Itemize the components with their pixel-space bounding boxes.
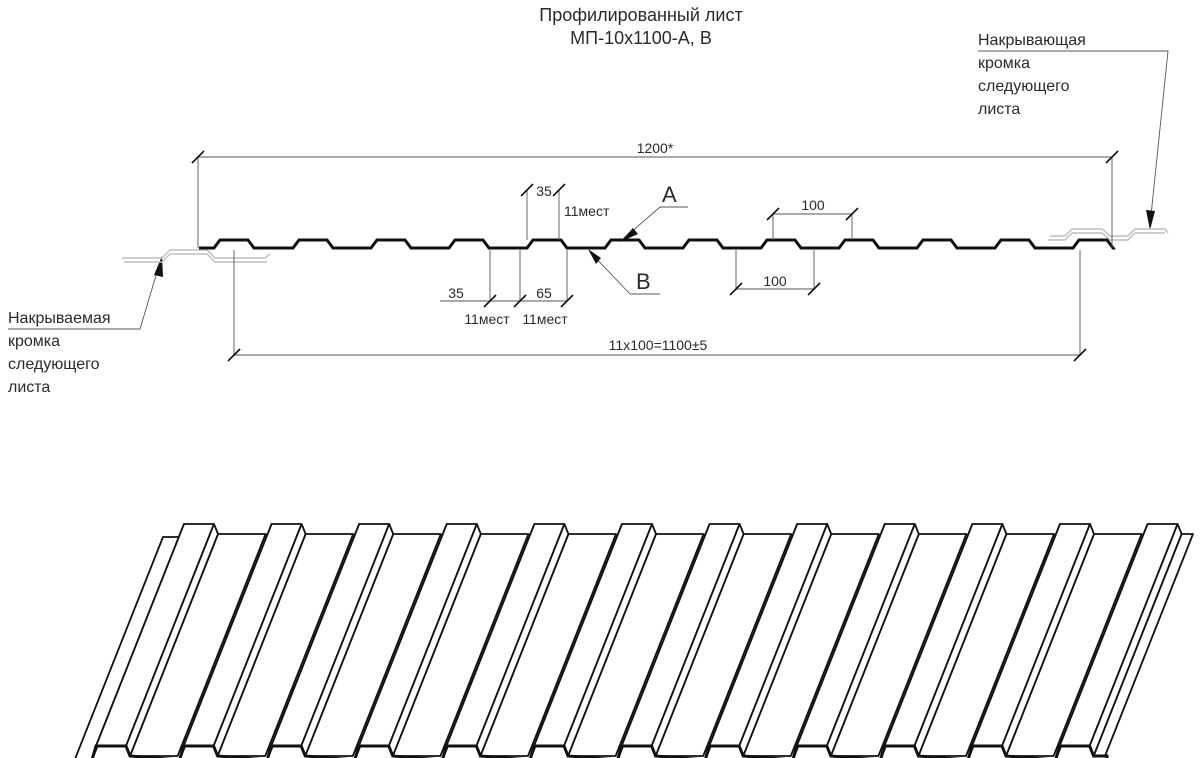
valley-right-label: 65 bbox=[536, 285, 552, 301]
title-line-1: Профилированный лист bbox=[539, 5, 742, 25]
side-a-callout: А bbox=[620, 182, 688, 242]
sheet-front-edge bbox=[91, 744, 1109, 758]
sheet-edge-strip bbox=[74, 536, 181, 758]
top-rib-label: 35 bbox=[536, 183, 552, 199]
useful-width-dimension: 11х100=1100±5 bbox=[227, 250, 1087, 362]
covered-edge-note-line-1: Накрываемая bbox=[8, 310, 111, 327]
covering-edge-note-line-1: Накрывающая bbox=[978, 32, 1086, 49]
sheet-profile-section bbox=[199, 238, 1116, 250]
valley-left-count-label: 11мест bbox=[464, 311, 510, 327]
top-rib-dimension: 35 11мест bbox=[520, 183, 610, 240]
valley-right-count-label: 11мест bbox=[522, 311, 568, 327]
side-b-label: В bbox=[636, 269, 651, 294]
covering-edge-leader bbox=[978, 50, 1169, 226]
covered-edge-arrowhead bbox=[154, 256, 163, 277]
valley-dimensions: 35 65 11мест 11мест bbox=[440, 250, 574, 327]
covered-edge-note-line-2: кромка bbox=[8, 333, 60, 350]
covering-edge-arrowhead bbox=[1146, 210, 1155, 230]
side-a-label: А bbox=[662, 182, 677, 207]
overall-width-dimension: 1200* bbox=[191, 140, 1119, 248]
pitch-bottom-dimension: 100 bbox=[729, 250, 821, 296]
sheet-isometric-view bbox=[74, 523, 1194, 758]
covered-edge-leader bbox=[8, 261, 161, 330]
useful-width-label: 11х100=1100±5 bbox=[609, 337, 708, 353]
pitch-top-label: 100 bbox=[801, 197, 825, 213]
adjacent-sheet-right-edge bbox=[1048, 228, 1169, 241]
title-line-2: МП-10х1100-А, В bbox=[570, 28, 712, 48]
pitch-bottom-label: 100 bbox=[763, 273, 787, 289]
covering-edge-note-line-3: следующего bbox=[978, 78, 1070, 95]
covering-edge-note: Накрывающая кромка следующего листа bbox=[978, 32, 1169, 230]
adjacent-sheet-left-edge bbox=[122, 249, 271, 263]
side-b-callout: В bbox=[588, 249, 660, 295]
covering-edge-note-line-4: листа bbox=[978, 101, 1020, 118]
covered-edge-note-line-3: следующего bbox=[8, 356, 100, 373]
valley-left-label: 35 bbox=[448, 285, 464, 301]
covering-edge-note-line-2: кромка bbox=[978, 55, 1030, 72]
pitch-top-dimension: 100 bbox=[766, 197, 859, 240]
covered-edge-note-line-4: листа bbox=[8, 379, 50, 396]
top-rib-count-label: 11мест bbox=[564, 203, 610, 219]
covered-edge-note: Накрываемая кромка следующего листа bbox=[8, 256, 163, 396]
overall-width-label: 1200* bbox=[637, 140, 674, 156]
